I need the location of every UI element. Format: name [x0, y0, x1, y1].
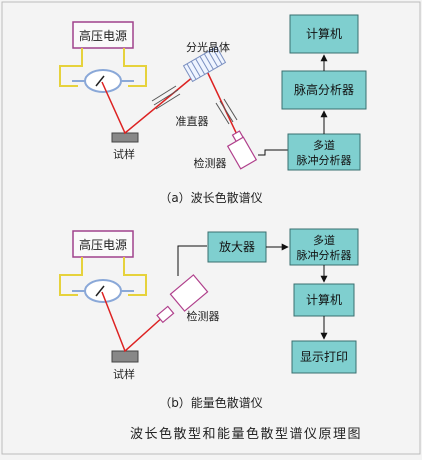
computer-label-a: 计算机: [306, 26, 342, 41]
sample-a: [111, 132, 139, 143]
mca-box-b: 多道 脉冲分析器: [289, 228, 359, 266]
pha-box-a: 脉高分析器: [281, 70, 367, 110]
computer-label-b: 计算机: [306, 292, 342, 307]
mca-box-a: 多道 脉冲分析器: [287, 133, 361, 171]
connector-det-amp-b: [177, 245, 207, 276]
hv-source-label-a: 高压电源: [79, 28, 127, 43]
connector-det-mca-a: [258, 149, 288, 156]
collimator-2-a: [215, 98, 238, 125]
amplifier-label-b: 放大器: [219, 239, 255, 254]
mca-label-b-line2: 脉冲分析器: [297, 248, 352, 262]
amplifier-box-b: 放大器: [207, 231, 267, 263]
tube-wiring-b: [59, 257, 147, 296]
hv-source-label-b: 高压电源: [79, 237, 127, 252]
pha-label-a: 脉高分析器: [294, 82, 354, 97]
collimator-1-a: [151, 85, 181, 110]
caption-a: （a）波长色散谱仪: [159, 190, 262, 205]
hv-source-box-a: 高压电源: [72, 21, 134, 49]
crystal-a: [182, 46, 227, 83]
hv-source-box-b: 高压电源: [72, 230, 134, 258]
detector-b: [156, 274, 209, 324]
xray-tube-b: [72, 279, 134, 303]
detector-label-b: 检测器: [187, 309, 220, 323]
diagram-a: 高压电源 试样 分光晶体: [59, 14, 367, 205]
sample-label-a: 试样: [113, 147, 135, 161]
display-print-label-b: 显示打印: [300, 350, 348, 364]
mca-label-a-line2: 脉冲分析器: [297, 153, 352, 167]
detector-a: [226, 130, 258, 170]
computer-box-a: 计算机: [289, 14, 359, 54]
sample-label-b: 试样: [113, 367, 135, 381]
xray-beam-a: [101, 65, 241, 142]
display-print-box-b: 显示打印: [291, 340, 357, 374]
sample-b: [111, 350, 139, 363]
detector-label-a: 检测器: [194, 156, 227, 170]
figure-title: 波长色散型和能量色散型谱仪原理图: [130, 426, 362, 442]
mca-label-b-line1: 多道: [313, 233, 335, 247]
diagram-b: 高压电源 试样 检测器 放大器: [59, 228, 359, 410]
xray-beam-b: [101, 291, 165, 353]
collimator-label-a: 准直器: [176, 114, 209, 128]
computer-box-b: 计算机: [293, 283, 355, 317]
caption-b: （b）能量色散谱仪: [159, 395, 263, 410]
xray-tube-a: [72, 69, 134, 93]
tube-wiring-a: [59, 48, 147, 87]
crystal-label-a: 分光晶体: [186, 40, 230, 54]
mca-label-a-line1: 多道: [313, 138, 335, 152]
